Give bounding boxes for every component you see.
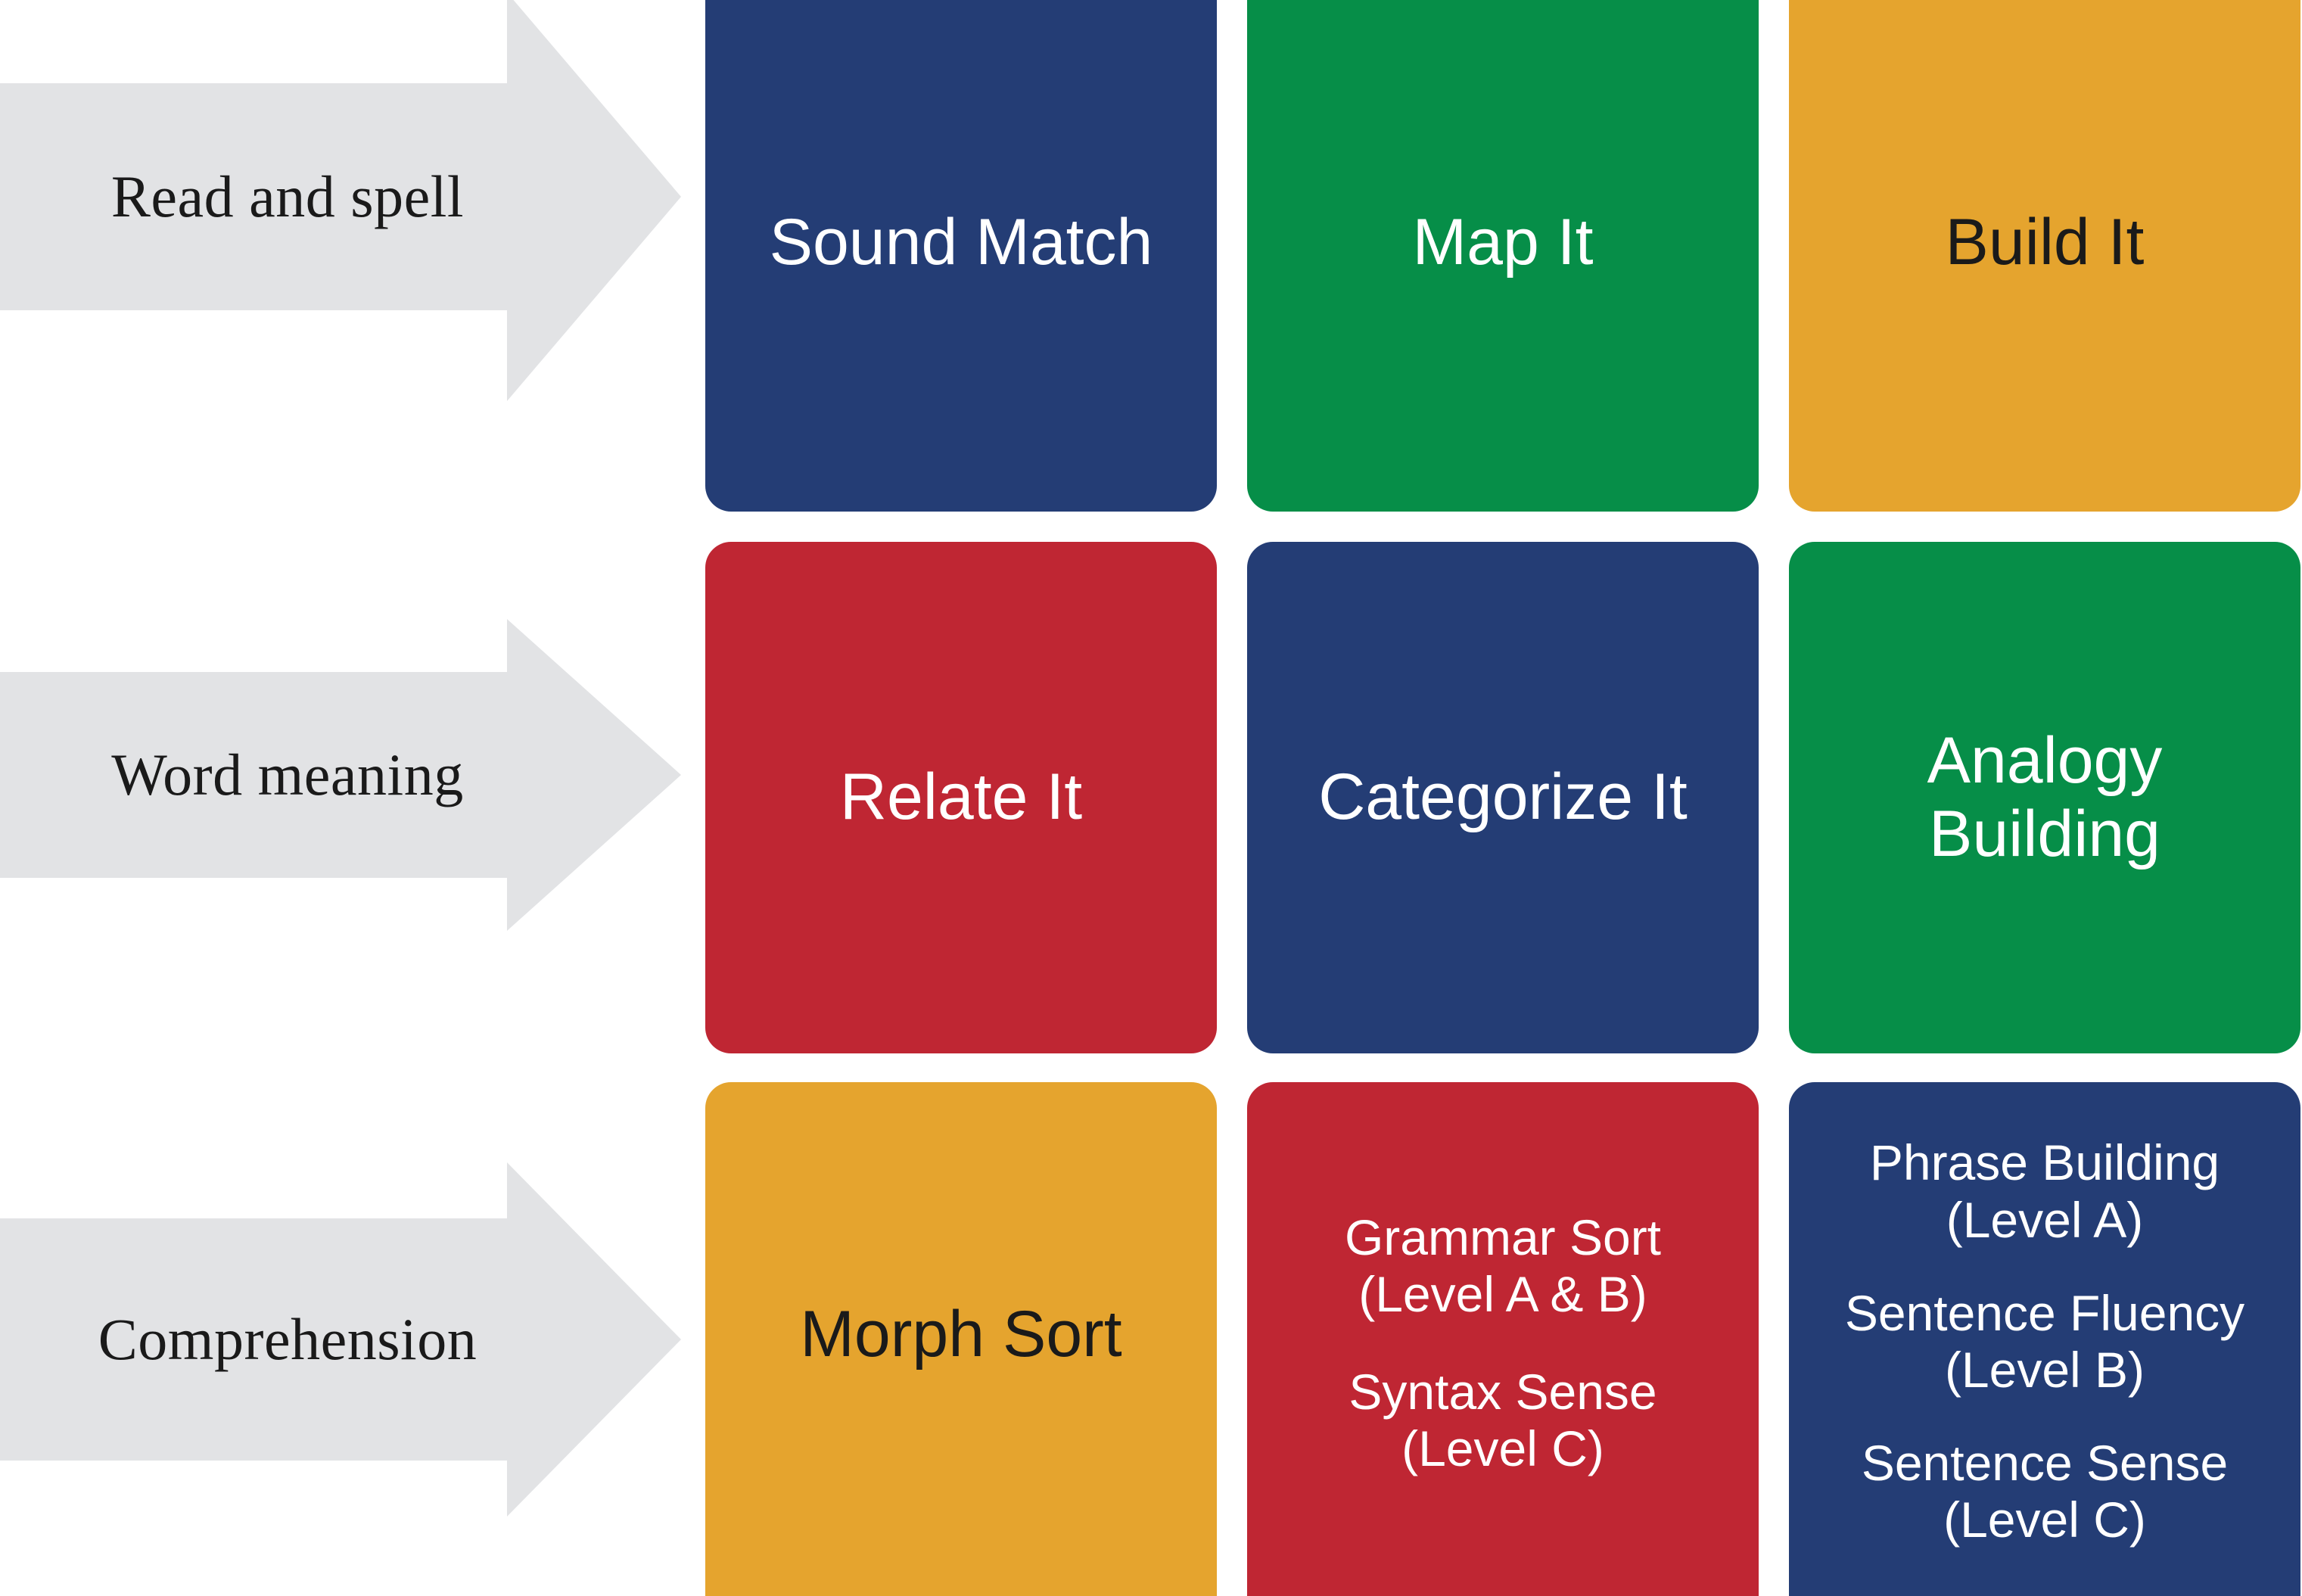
card-grammar-syntax[interactable]: Grammar Sort (Level A & B) Syntax Sense …	[1247, 1082, 1759, 1596]
card-label: Map It	[1412, 206, 1594, 279]
category-label-comprehension: Comprehension	[98, 1306, 478, 1372]
category-arrow-word-meaning: Word meaning	[0, 619, 681, 931]
card-analogy-building[interactable]: Analogy Building	[1789, 542, 2300, 1053]
card-label: Relate It	[839, 761, 1083, 834]
card-phrase-sentence[interactable]: Phrase Building (Level A) Sentence Fluen…	[1789, 1082, 2300, 1596]
card-label: Categorize It	[1318, 761, 1688, 834]
card-label: Sound Match	[769, 206, 1153, 279]
card-build-it[interactable]: Build It	[1789, 0, 2300, 512]
category-arrow-comprehension: Comprehension	[0, 1162, 681, 1517]
card-categorize-it[interactable]: Categorize It	[1247, 542, 1759, 1053]
card-morph-sort[interactable]: Morph Sort	[705, 1082, 1217, 1596]
arrow-shape-icon	[0, 619, 681, 931]
arrow-shape-icon	[0, 1162, 681, 1517]
card-entry: Grammar Sort (Level A & B)	[1344, 1209, 1662, 1322]
card-entry-list: Phrase Building (Level A) Sentence Fluen…	[1809, 1134, 2281, 1548]
arrow-shape-icon	[0, 0, 681, 401]
card-entry-list: Grammar Sort (Level A & B) Syntax Sense …	[1267, 1209, 1739, 1478]
card-entry: Syntax Sense (Level C)	[1349, 1364, 1657, 1477]
card-label: Analogy Building	[1927, 723, 2163, 870]
card-sound-match[interactable]: Sound Match	[705, 0, 1217, 512]
category-label-read-and-spell: Read and spell	[110, 163, 465, 229]
card-relate-it[interactable]: Relate It	[705, 542, 1217, 1053]
card-entry: Sentence Fluency (Level B)	[1844, 1284, 2245, 1398]
card-entry: Sentence Sense (Level C)	[1861, 1435, 2229, 1548]
category-arrow-read-and-spell: Read and spell	[0, 0, 681, 401]
card-label: Morph Sort	[800, 1298, 1122, 1371]
card-map-it[interactable]: Map It	[1247, 0, 1759, 512]
category-label-word-meaning: Word meaning	[111, 742, 464, 807]
card-entry: Phrase Building (Level A)	[1869, 1134, 2220, 1248]
card-label: Build It	[1945, 206, 2145, 279]
